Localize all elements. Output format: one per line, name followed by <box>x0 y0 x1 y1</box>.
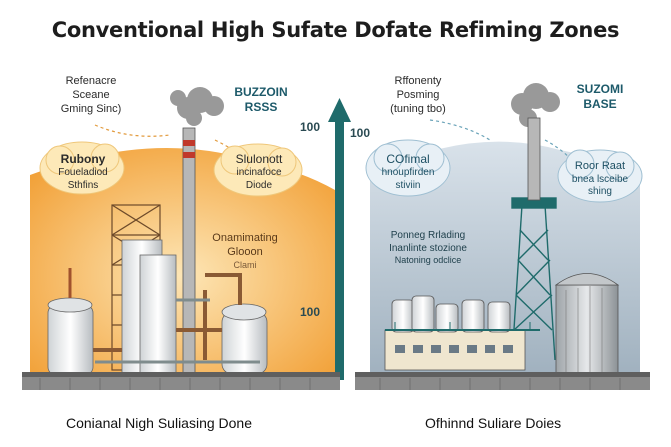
ground-right <box>355 376 650 390</box>
left-cloud-b-heading: Slulonott <box>235 152 283 166</box>
right-smoke-label-line: SUZOMI <box>576 82 624 96</box>
right-center-note-line: Natoning odclice <box>394 255 462 265</box>
right-center-note-heading: Ponneg Rrlading <box>390 230 466 241</box>
cloud-bubble-right-b <box>557 149 643 203</box>
left-cloud-a-line: Sthfins <box>67 179 99 191</box>
left-cloud-a-line: Foueladiod <box>58 167 108 178</box>
right-cloud-b-text: Roor Raat bnea lsceibe shing <box>558 160 642 199</box>
cloud-bubble-left-a <box>39 141 125 195</box>
right-smoke-label: SUZOMI BASE <box>568 82 632 112</box>
left-caption: Conianal Nigh Suliasing Done <box>66 415 253 431</box>
left-smoke-label: BUZZOIN RSSS <box>226 85 296 115</box>
left-cloud-a-text: Rubony Foueladiod Sthfins <box>42 152 124 192</box>
left-cloud-b-line: Diode <box>245 179 273 191</box>
left-center-note-heading: Onamimating <box>212 232 278 244</box>
left-annotation-line: Refenacre <box>65 75 117 87</box>
right-cloud-b-heading: Roor Raat <box>574 160 626 172</box>
right-annotation: Rffonenty Posming (tuning tbo) <box>378 75 458 116</box>
left-annotation-line: Gming Sinc) <box>60 102 122 115</box>
right-annotation-line: Rffonenty <box>394 75 442 87</box>
right-annotation-line: (tuning tbo) <box>390 102 446 115</box>
left-annotation-line: Sceane <box>72 88 110 101</box>
left-center-note-line: Clami <box>233 259 257 270</box>
left-smoke-label-line: RSSS <box>244 100 278 114</box>
left-annotation: Refenacre Sceane Gming Sinc) <box>52 75 130 116</box>
cloud-bubble-right-a <box>365 139 451 197</box>
left-center-note: Onamimating Glooon Clami <box>203 232 287 271</box>
right-cloud-a-heading: COfimal <box>386 152 430 166</box>
right-cloud-a-line: hnoupfirden <box>381 167 435 178</box>
left-center-note-line: Glooon <box>227 245 263 258</box>
right-center-note: Ponneg Rrlading Inanlinte stozione Naton… <box>376 230 480 266</box>
right-cloud-b-line: bnea lsceibe <box>571 173 629 185</box>
axis-label-top-left: 100 <box>300 120 321 134</box>
left-smoke-label-line: BUZZOIN <box>234 85 288 99</box>
smoke-left <box>170 87 224 126</box>
axis-label-top-right: 100 <box>350 126 371 140</box>
central-arrow <box>328 98 351 380</box>
axis-label-middle: 100 <box>300 305 321 319</box>
right-annotation-line: Posming <box>396 88 440 101</box>
right-smoke-label-line: BASE <box>583 97 617 111</box>
page-title: Conventional High Sufate Dofate Refiming… <box>51 18 620 42</box>
right-cloud-b-line: shing <box>588 186 612 198</box>
right-caption: Ofhinnd Suliare Doies <box>425 415 562 431</box>
right-cloud-a-text: COfimal hnoupfirden stiviin <box>366 152 450 192</box>
left-cloud-a-heading: Rubony <box>60 152 106 166</box>
right-cloud-a-line: stiviin <box>395 179 421 191</box>
cloud-bubble-left-b <box>213 143 303 197</box>
smoke-right <box>511 83 560 127</box>
left-cloud-b-text: Slulonott incinafoce Diode <box>216 152 302 192</box>
right-center-note-line: Inanlinte stozione <box>389 242 467 254</box>
right-lattice-tower <box>511 197 557 361</box>
left-cloud-b-line: incinafoce <box>236 167 282 178</box>
ground-left <box>22 376 340 390</box>
